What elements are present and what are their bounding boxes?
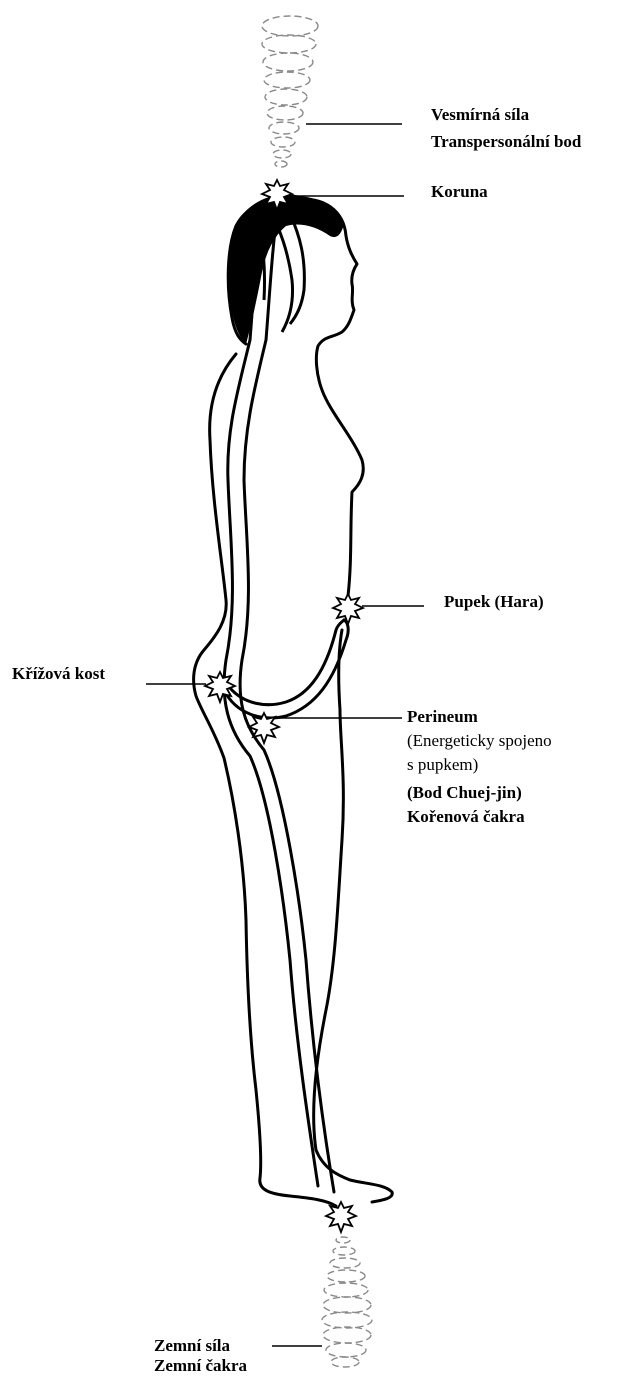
label-perineum-note-1: (Energeticky spojeno	[407, 730, 552, 751]
label-sacrum: Křížová kost	[12, 663, 105, 684]
label-perineum: Perineum	[407, 706, 478, 727]
label-transpersonal-point: Transpersonální bod	[431, 131, 581, 152]
leader-lines	[146, 124, 424, 1346]
label-cosmic-force: Vesmírná síla	[431, 104, 529, 125]
cosmic-spiral	[262, 16, 318, 167]
energy-channel	[224, 206, 348, 1192]
label-perineum-note-2: s pupkem)	[407, 754, 478, 775]
label-navel: Pupek (Hara)	[444, 591, 544, 612]
label-root-chakra: Kořenová čakra	[407, 806, 525, 827]
label-earth-force: Zemní síla	[154, 1335, 230, 1356]
label-perineum-alt: (Bod Chuej-jin)	[407, 782, 522, 803]
body-outline	[194, 199, 393, 1206]
label-crown: Koruna	[431, 181, 488, 202]
earth-spiral	[322, 1237, 372, 1367]
